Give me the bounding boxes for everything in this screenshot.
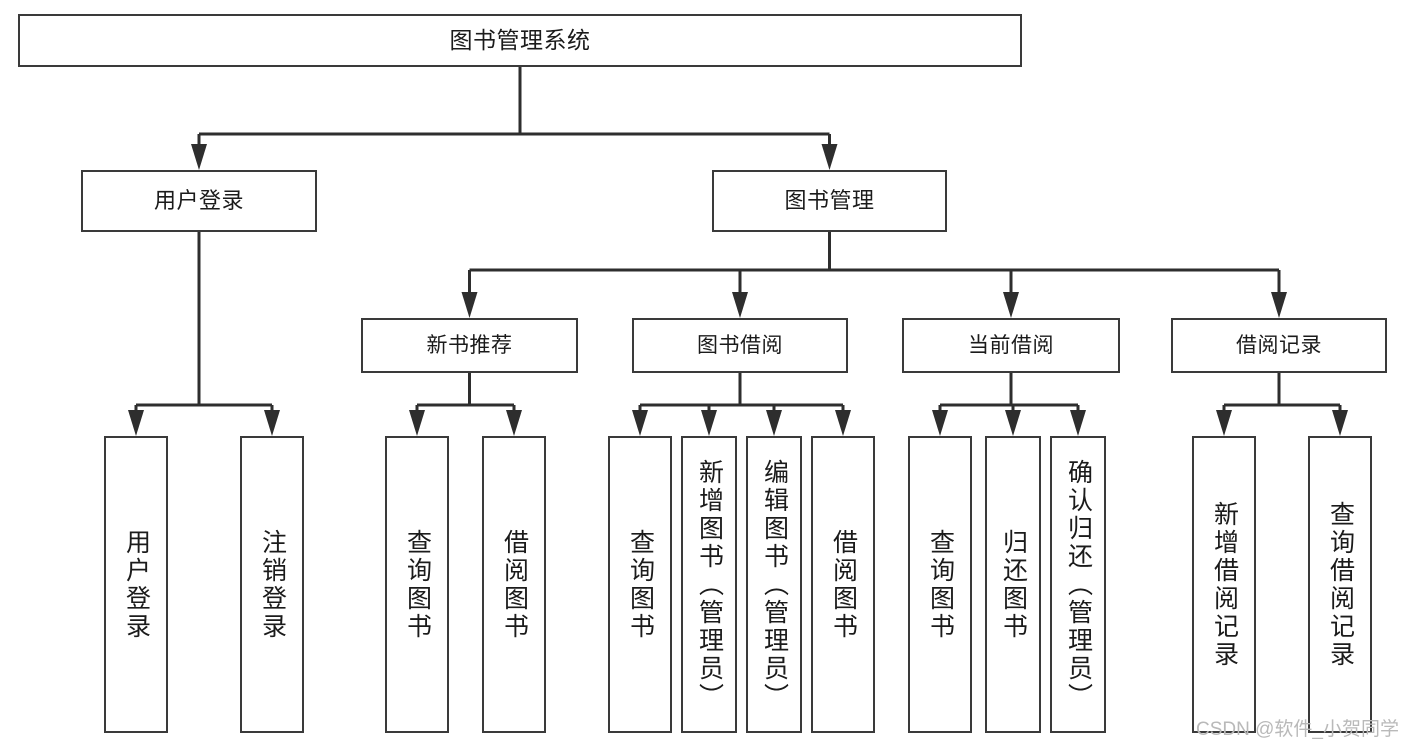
node-label: 编辑图书（管理员） — [760, 458, 789, 711]
node-leaf-bb-edit[interactable]: 编辑图书（管理员） — [746, 436, 802, 733]
node-leaf-rec-borrow[interactable]: 借阅图书 — [482, 436, 546, 733]
node-leaf-cb-return[interactable]: 归还图书 — [985, 436, 1041, 733]
node-borrow-record[interactable]: 借阅记录 — [1171, 318, 1387, 373]
node-label: 借阅图书 — [829, 528, 858, 641]
node-book-manage[interactable]: 图书管理 — [712, 170, 947, 232]
node-label: 图书管理 — [784, 187, 875, 213]
node-label: 图书借阅 — [697, 333, 783, 357]
node-label: 用户登录 — [153, 187, 244, 213]
node-leaf-rec-query[interactable]: 查询图书 — [385, 436, 449, 733]
node-leaf-cb-query[interactable]: 查询图书 — [908, 436, 972, 733]
node-label: 查询图书 — [403, 528, 432, 641]
node-leaf-user-logout[interactable]: 注销登录 — [240, 436, 304, 733]
node-leaf-br-add[interactable]: 新增借阅记录 — [1192, 436, 1256, 733]
node-label: 借阅记录 — [1236, 333, 1322, 357]
node-label: 查询图书 — [626, 528, 655, 641]
node-label: 借阅图书 — [500, 528, 529, 641]
node-new-book-rec[interactable]: 新书推荐 — [361, 318, 578, 373]
node-leaf-bb-query[interactable]: 查询图书 — [608, 436, 672, 733]
node-label: 查询图书 — [926, 528, 955, 641]
node-leaf-br-query[interactable]: 查询借阅记录 — [1308, 436, 1372, 733]
node-root[interactable]: 图书管理系统 — [18, 14, 1022, 67]
node-user-login[interactable]: 用户登录 — [81, 170, 317, 232]
node-label: 图书管理系统 — [449, 26, 591, 53]
node-label: 确认归还（管理员） — [1064, 458, 1093, 711]
node-label: 新增借阅记录 — [1210, 500, 1239, 669]
node-label: 当前借阅 — [968, 333, 1054, 357]
node-label: 查询借阅记录 — [1326, 500, 1355, 669]
node-book-borrow[interactable]: 图书借阅 — [632, 318, 848, 373]
node-label: 归还图书 — [999, 528, 1028, 641]
node-label: 新增图书（管理员） — [695, 458, 724, 711]
node-leaf-cb-confirm[interactable]: 确认归还（管理员） — [1050, 436, 1106, 733]
node-label: 用户登录 — [122, 528, 151, 641]
node-label: 新书推荐 — [426, 333, 513, 357]
node-leaf-bb-add[interactable]: 新增图书（管理员） — [681, 436, 737, 733]
node-leaf-bb-borrow[interactable]: 借阅图书 — [811, 436, 875, 733]
node-label: 注销登录 — [258, 528, 287, 641]
node-leaf-user-login[interactable]: 用户登录 — [104, 436, 168, 733]
node-cur-borrow[interactable]: 当前借阅 — [902, 318, 1120, 373]
